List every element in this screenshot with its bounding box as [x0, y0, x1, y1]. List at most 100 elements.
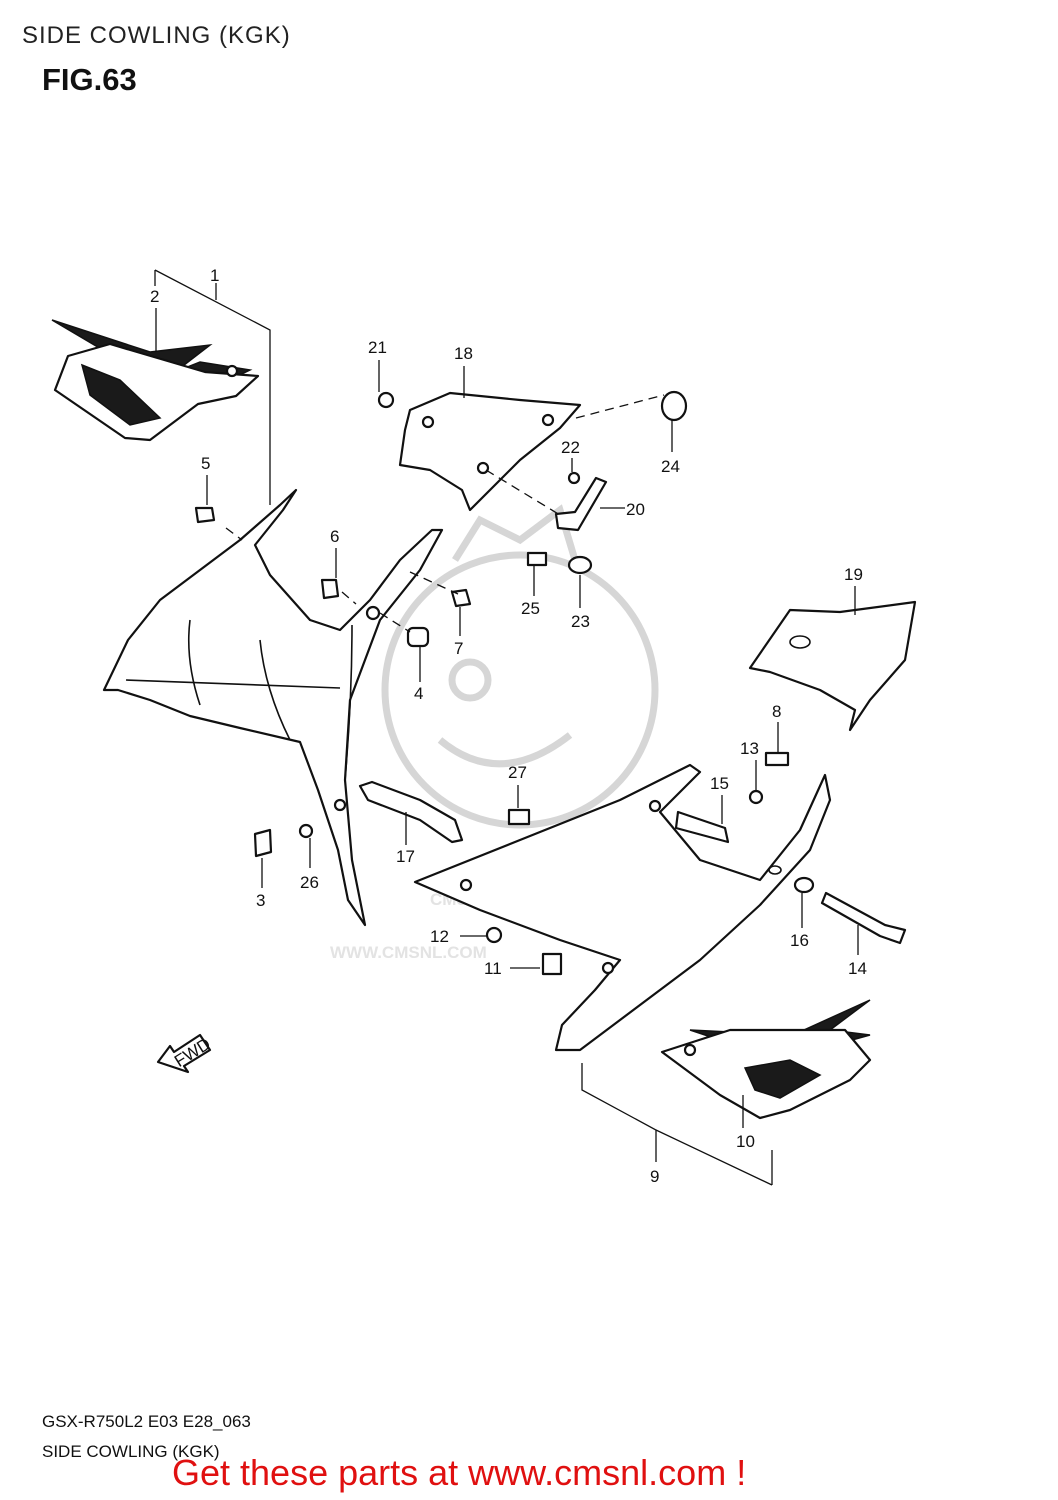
part-label-19: 19 — [844, 565, 863, 584]
footer-caption: SIDE COWLING (KGK) — [42, 1442, 220, 1461]
lower-cowling-hole-3 — [768, 865, 782, 875]
cushion-25 — [526, 551, 548, 567]
watermark-mascot-head — [381, 551, 659, 829]
part-label-11: 11 — [484, 959, 502, 978]
watermark-mascot-eye — [448, 658, 492, 702]
screw-5 — [194, 506, 216, 524]
assembly-line-7 — [409, 571, 459, 595]
upper-cowling-body — [102, 488, 444, 927]
leader-10 — [742, 1095, 773, 1185]
upper-cowling-contour-2 — [259, 639, 291, 741]
figure-number: FIG.63 — [42, 62, 137, 97]
part-label-17: 17 — [396, 847, 415, 866]
part-label-8: 8 — [772, 702, 781, 721]
bracket — [554, 476, 608, 532]
grommet-24 — [660, 390, 688, 422]
part-label-9: 9 — [650, 1167, 659, 1186]
nut-13 — [748, 789, 764, 805]
fwd-arrow-icon — [156, 1033, 212, 1074]
part-label-10: 10 — [736, 1132, 755, 1151]
part-label-13: 13 — [740, 739, 759, 758]
assembly-line-6 — [341, 591, 357, 605]
grommet-4 — [406, 626, 430, 648]
decal-lower-hole — [683, 1043, 697, 1057]
screw-12 — [485, 926, 503, 944]
inner-panel-hole-3 — [476, 461, 490, 475]
part-labels: 1 2 3 4 5 6 7 8 9 10 11 12 13 14 15 16 1… — [150, 266, 867, 1186]
grommet-23 — [567, 555, 593, 575]
decal-upper-hole — [225, 364, 239, 378]
part-label-21: 21 — [368, 338, 387, 357]
lower-cowling-body — [413, 763, 832, 1052]
cushion-8 — [764, 751, 790, 767]
part-label-14: 14 — [848, 959, 867, 978]
part-label-5: 5 — [201, 454, 210, 473]
spacer-15 — [674, 810, 730, 844]
inner-panel-hole-2 — [541, 413, 555, 427]
screw-22 — [567, 471, 581, 485]
part-label-15: 15 — [710, 774, 729, 793]
part-label-22: 22 — [561, 438, 580, 457]
lower-cowling-hole-1 — [648, 799, 662, 813]
part-label-2: 2 — [150, 287, 159, 306]
upper-cowling-contour-1 — [187, 619, 201, 706]
part-label-16: 16 — [790, 931, 809, 950]
upper-cowling-hole — [333, 798, 347, 812]
watermark: CMS WWW.CMSNL.COM — [330, 504, 659, 962]
cushion-27 — [507, 808, 531, 826]
part-label-25: 25 — [521, 599, 540, 618]
part-label-24: 24 — [661, 457, 680, 476]
lower-side-cowling — [413, 763, 832, 1052]
part-label-20: 20 — [626, 500, 645, 519]
part-label-6: 6 — [330, 527, 339, 546]
part-label-12: 12 — [430, 927, 449, 946]
inner-panel — [398, 391, 582, 512]
inner-panel-hole-1 — [421, 415, 435, 429]
washer-12-hole — [459, 878, 473, 892]
decal-upper-panel — [53, 342, 260, 442]
lower-cowling-hole-2 — [601, 961, 615, 975]
assembly-line-4 — [379, 612, 411, 633]
part-label-27: 27 — [508, 763, 527, 782]
leader-1-2 — [154, 269, 271, 505]
screw-26 — [298, 823, 314, 839]
part-label-23: 23 — [571, 612, 590, 631]
clip-11 — [541, 952, 563, 976]
screw-6 — [320, 578, 340, 600]
watermark-url: WWW.CMSNL.COM — [330, 943, 487, 962]
part-label-18: 18 — [454, 344, 473, 363]
fasteners — [194, 390, 907, 976]
upper-cowling-grommet — [365, 605, 381, 621]
page-title: SIDE COWLING (KGK) — [22, 22, 291, 49]
assembly-lines — [225, 394, 665, 633]
upper-side-cowling — [102, 488, 444, 927]
assembly-line-24 — [575, 394, 665, 419]
decal-upper — [51, 319, 260, 442]
upper-cowling-contour-3 — [344, 624, 353, 781]
leader-9-10 — [581, 1063, 773, 1186]
assembly-line-5 — [225, 527, 243, 541]
fwd-arrow: FWD — [156, 1033, 214, 1074]
bolt-14 — [820, 891, 907, 945]
clip-3 — [253, 828, 273, 858]
decal-upper-logo — [80, 363, 162, 426]
right-panel — [748, 600, 917, 732]
promo-link[interactable]: Get these parts at www.cmsnl.com ! — [172, 1452, 747, 1493]
part-label-4: 4 — [414, 684, 423, 703]
watermark-mascot-mouth — [437, 732, 573, 768]
screw-21 — [377, 391, 395, 409]
decal-lower — [660, 999, 872, 1120]
leader-lines — [154, 269, 859, 1186]
inner-panel-body — [398, 391, 582, 512]
upper-cowling-edge-line — [125, 679, 341, 689]
model-code: GSX-R750L2 E03 E28_063 — [42, 1412, 251, 1431]
trim-strip — [358, 780, 464, 844]
right-panel-hole — [789, 635, 811, 649]
part-label-3: 3 — [256, 891, 265, 910]
part-label-1: 1 — [210, 266, 219, 285]
part-label-26: 26 — [300, 873, 319, 892]
decal-lower-logo — [743, 1059, 822, 1099]
washer-16 — [793, 876, 815, 894]
part-label-7: 7 — [454, 639, 463, 658]
